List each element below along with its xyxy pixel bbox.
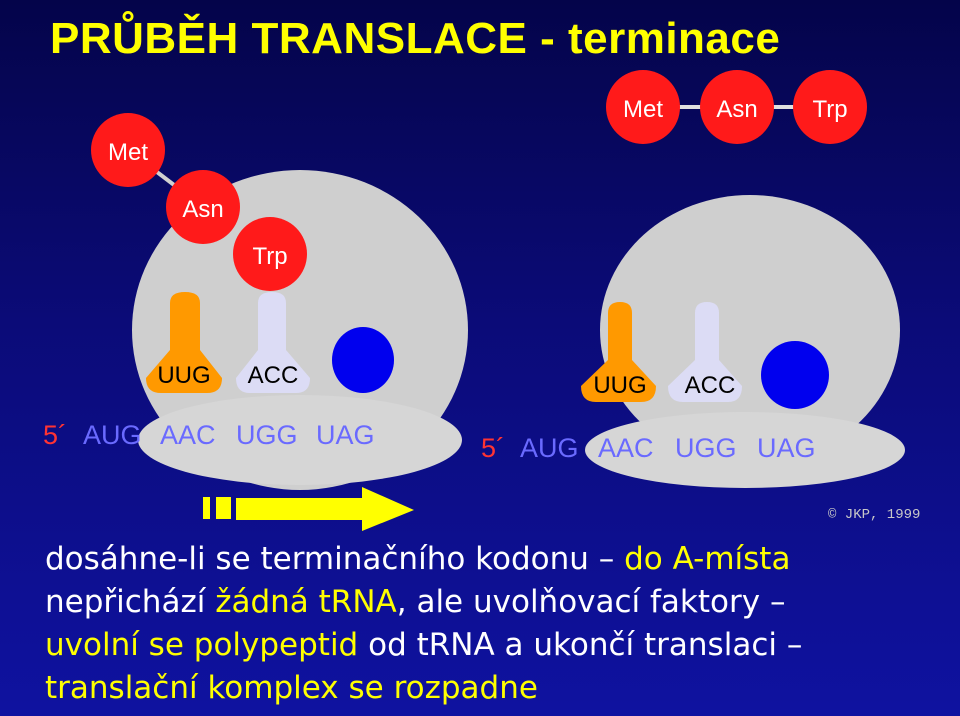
left-mrna-prime: 5´ [43, 420, 67, 450]
explanation-segment: , ale uvolňovací faktory – [396, 584, 786, 620]
left-trna-p-site [146, 292, 222, 393]
copyright-note: © JKP, 1999 [828, 507, 921, 523]
right-trna-a-site [668, 302, 742, 402]
arrow-tail-bar [203, 497, 210, 519]
right-codon-aac: AAC [598, 433, 654, 463]
progress-arrow [203, 487, 414, 531]
explanation-line: translační komplex se rozpadne [45, 667, 802, 710]
right-amino-acid-asn-label: Asn [716, 96, 757, 123]
left-codon-ugg: UGG [236, 420, 298, 450]
right-trna-p-site [581, 302, 656, 402]
page-title: PRŮBĚH TRANSLACE - terminace [50, 14, 781, 63]
explanation-text: dosáhne-li se terminačního kodonu – do A… [45, 538, 802, 710]
left-release-factor [332, 327, 394, 393]
right-amino-acid-met-label: Met [623, 96, 663, 123]
left-amino-acid-met-label: Met [108, 139, 148, 166]
right-panel: Met Asn Trp UUG ACC 5´ AUG AAC UGG UAG [481, 70, 905, 488]
left-codon-aug: AUG [83, 420, 142, 450]
explanation-segment: uvolní se polypeptid [45, 627, 359, 663]
explanation-segment: translační komplex se rozpadne [45, 670, 538, 706]
right-mrna-prime: 5´ [481, 433, 505, 463]
explanation-segment: od tRNA a ukončí translaci – [358, 627, 803, 663]
left-amino-acid-trp [233, 217, 307, 291]
right-ribosome-small-subunit [585, 412, 905, 488]
explanation-line: dosáhne-li se terminačního kodonu – do A… [45, 538, 802, 581]
left-ribosome-small-subunit [138, 395, 462, 485]
right-trna-p-anticodon: UUG [593, 372, 646, 399]
right-codon-uag: UAG [757, 433, 816, 463]
left-amino-acid-met [91, 113, 165, 187]
left-codon-aac: AAC [160, 420, 216, 450]
left-amino-acid-asn-label: Asn [182, 196, 223, 223]
explanation-segment: nepřichází [45, 584, 216, 620]
left-codon-uag: UAG [316, 420, 375, 450]
explanation-segment: do A-místa [624, 541, 791, 577]
left-trna-a-anticodon: ACC [248, 362, 299, 389]
right-amino-acid-asn [700, 70, 774, 144]
right-trna-a-anticodon: ACC [685, 372, 736, 399]
right-amino-acid-trp [793, 70, 867, 144]
explanation-line: nepřichází žádná tRNA, ale uvolňovací fa… [45, 581, 802, 624]
left-amino-acid-trp-label: Trp [252, 243, 287, 270]
arrow-tail-block [216, 497, 231, 519]
left-trna-a-site [236, 292, 310, 393]
arrow-body [236, 487, 414, 531]
left-panel: Met Asn Trp UUG ACC 5´ AUG AAC UGG UAG [43, 113, 468, 490]
right-codon-ugg: UGG [675, 433, 737, 463]
explanation-segment: žádná tRNA [215, 584, 397, 620]
left-trna-p-anticodon: UUG [157, 362, 210, 389]
right-amino-acid-met [606, 70, 680, 144]
right-release-factor [761, 341, 829, 409]
explanation-line: uvolní se polypeptid od tRNA a ukončí tr… [45, 624, 802, 667]
right-amino-acid-trp-label: Trp [812, 96, 847, 123]
right-codon-aug: AUG [520, 433, 579, 463]
explanation-segment: dosáhne-li se terminačního kodonu – [45, 541, 625, 577]
left-amino-acid-asn [166, 170, 240, 244]
